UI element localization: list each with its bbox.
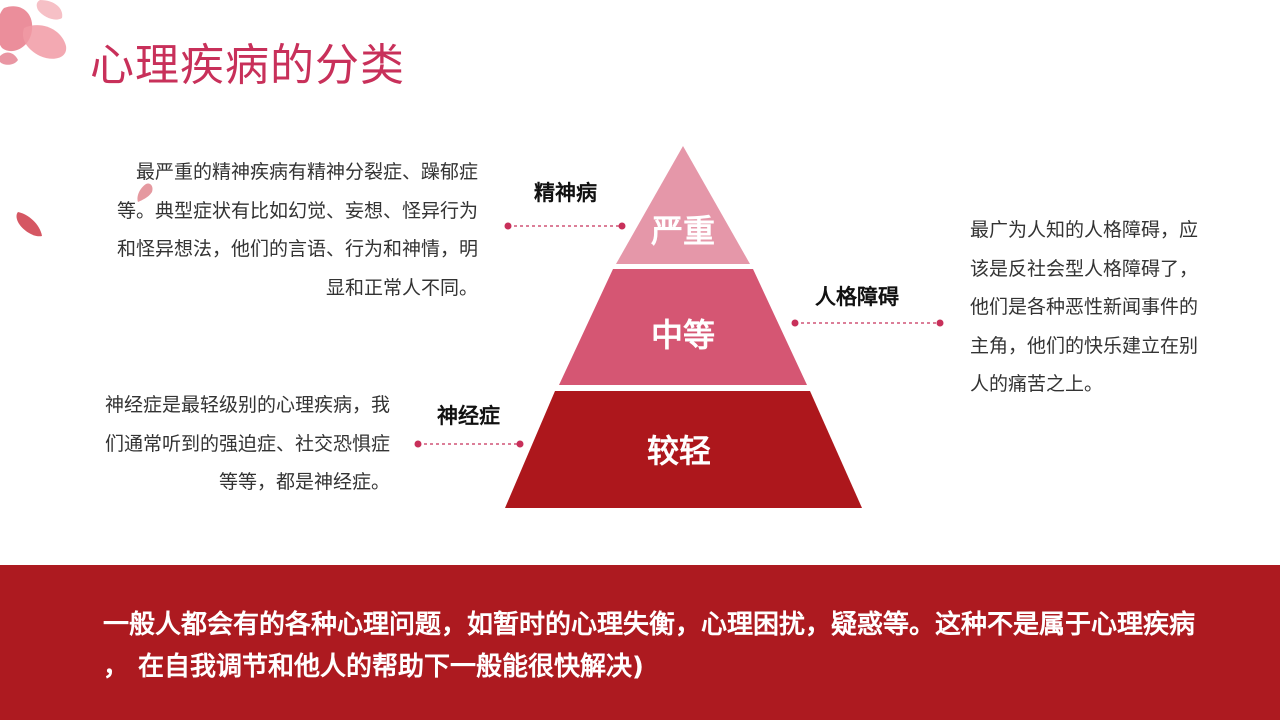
connector-personality-disorder [791, 319, 944, 327]
falling-leaf-small-icon [137, 183, 153, 202]
falling-leaf-icon [16, 212, 42, 237]
footer-band [0, 565, 1280, 720]
pyramid-tier-moderate [559, 269, 807, 385]
severity-pyramid [414, 146, 944, 508]
connector-neurosis [414, 440, 524, 448]
category-label-neurosis: 神经症 [437, 404, 500, 428]
tier-level-severe: 严重 [650, 212, 715, 250]
category-label-personality-disorder: 人格障碍 [815, 285, 899, 309]
personality-disorder-description: 最广为人知的人格障碍，应该是反社会型人格障碍了，他们是各种恶性新闻事件的主角，他… [970, 219, 1199, 395]
decorative-leaves [0, 0, 153, 237]
pyramid-tier-severe [616, 146, 750, 264]
tier-level-mild: 较轻 [646, 432, 711, 470]
psychosis-description: 最严重的精神疾病有精神分裂症、躁郁症等。典型症状有比如幻觉、妄想、怪异行为和怪异… [116, 161, 478, 299]
footer-summary: 一般人都会有的各种心理问题，如暂时的心理失衡，心理困扰，疑惑等。这种不是属于心理… [103, 610, 1196, 682]
leaf-cluster-icon [0, 0, 67, 65]
tier-level-moderate: 中等 [650, 316, 715, 354]
page-title: 心理疾病的分类 [90, 40, 405, 91]
connector-psychosis [504, 222, 626, 230]
neurosis-description: 神经症是最轻级别的心理疾病，我们通常听到的强迫症、社交恐惧症等等，都是神经症。 [104, 394, 390, 493]
category-label-psychosis: 精神病 [534, 181, 597, 205]
pyramid-tier-mild [505, 391, 862, 508]
